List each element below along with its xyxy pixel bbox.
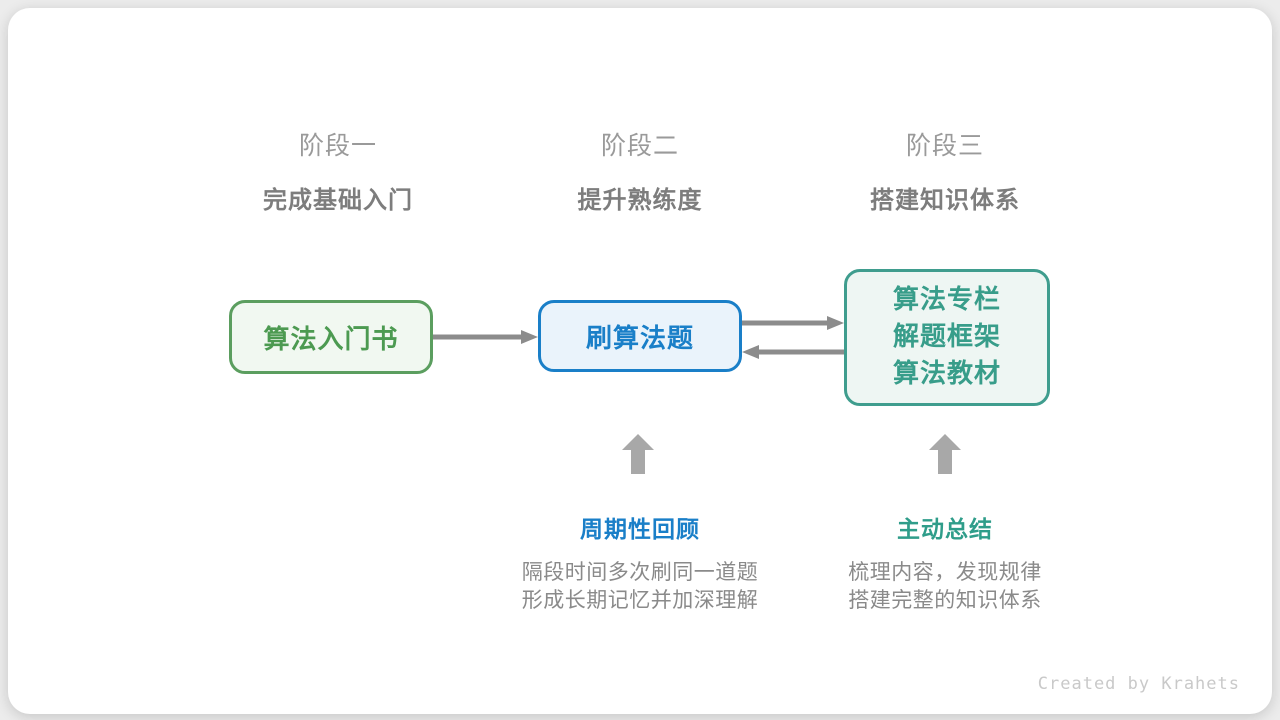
stage-1-label: 阶段一 <box>298 131 377 160</box>
arrow-stage3-to-stage2-icon <box>742 345 844 359</box>
stage-3-label: 阶段三 <box>905 131 984 160</box>
annotation-title-active-summary: 主动总结 <box>897 517 993 543</box>
annotation-desc-line: 形成长期记忆并加深理解 <box>521 588 759 612</box>
node-knowledge-sources: 算法专栏 解题框架 算法教材 <box>844 269 1050 406</box>
annotation-desc-line: 隔段时间多次刷同一道题 <box>521 560 759 584</box>
node-intro-book: 算法入门书 <box>229 300 433 374</box>
node-practice-problems-label: 刷算法题 <box>585 323 694 354</box>
stage-header-2: 阶段二 提升熟练度 <box>530 130 750 215</box>
diagram-card: 阶段一 完成基础入门 阶段二 提升熟练度 阶段三 搭建知识体系 算法入门书 刷算… <box>8 8 1272 714</box>
up-arrow-to-knowledge-icon <box>929 434 961 474</box>
annotation-title-periodic-review: 周期性回顾 <box>580 517 700 543</box>
stage-header-3: 阶段三 搭建知识体系 <box>835 130 1055 215</box>
stage-3-subtitle: 搭建知识体系 <box>870 186 1020 214</box>
arrow-stage2-to-stage3-icon <box>742 316 844 330</box>
annotation-desc-periodic-review: 隔段时间多次刷同一道题 形成长期记忆并加深理解 <box>480 558 800 614</box>
stage-2-label: 阶段二 <box>600 131 679 160</box>
up-arrow-to-practice-icon <box>622 434 654 474</box>
stage-1-subtitle: 完成基础入门 <box>263 186 413 214</box>
node-intro-book-label: 算法入门书 <box>263 324 399 355</box>
node-knowledge-line-2: 解题框架 <box>892 322 1001 352</box>
node-practice-problems: 刷算法题 <box>538 300 742 372</box>
arrow-stage1-to-stage2-icon <box>433 330 538 344</box>
node-knowledge-line-1: 算法专栏 <box>892 285 1001 315</box>
stage-header-1: 阶段一 完成基础入门 <box>228 130 448 215</box>
stage-2-subtitle: 提升熟练度 <box>577 186 703 214</box>
annotation-desc-line: 搭建完整的知识体系 <box>848 588 1042 612</box>
node-knowledge-line-3: 算法教材 <box>892 359 1001 389</box>
credit-text: Created by Krahets <box>1037 674 1240 694</box>
annotation-desc-line: 梳理内容，发现规律 <box>848 560 1042 584</box>
annotation-desc-active-summary: 梳理内容，发现规律 搭建完整的知识体系 <box>785 558 1105 614</box>
